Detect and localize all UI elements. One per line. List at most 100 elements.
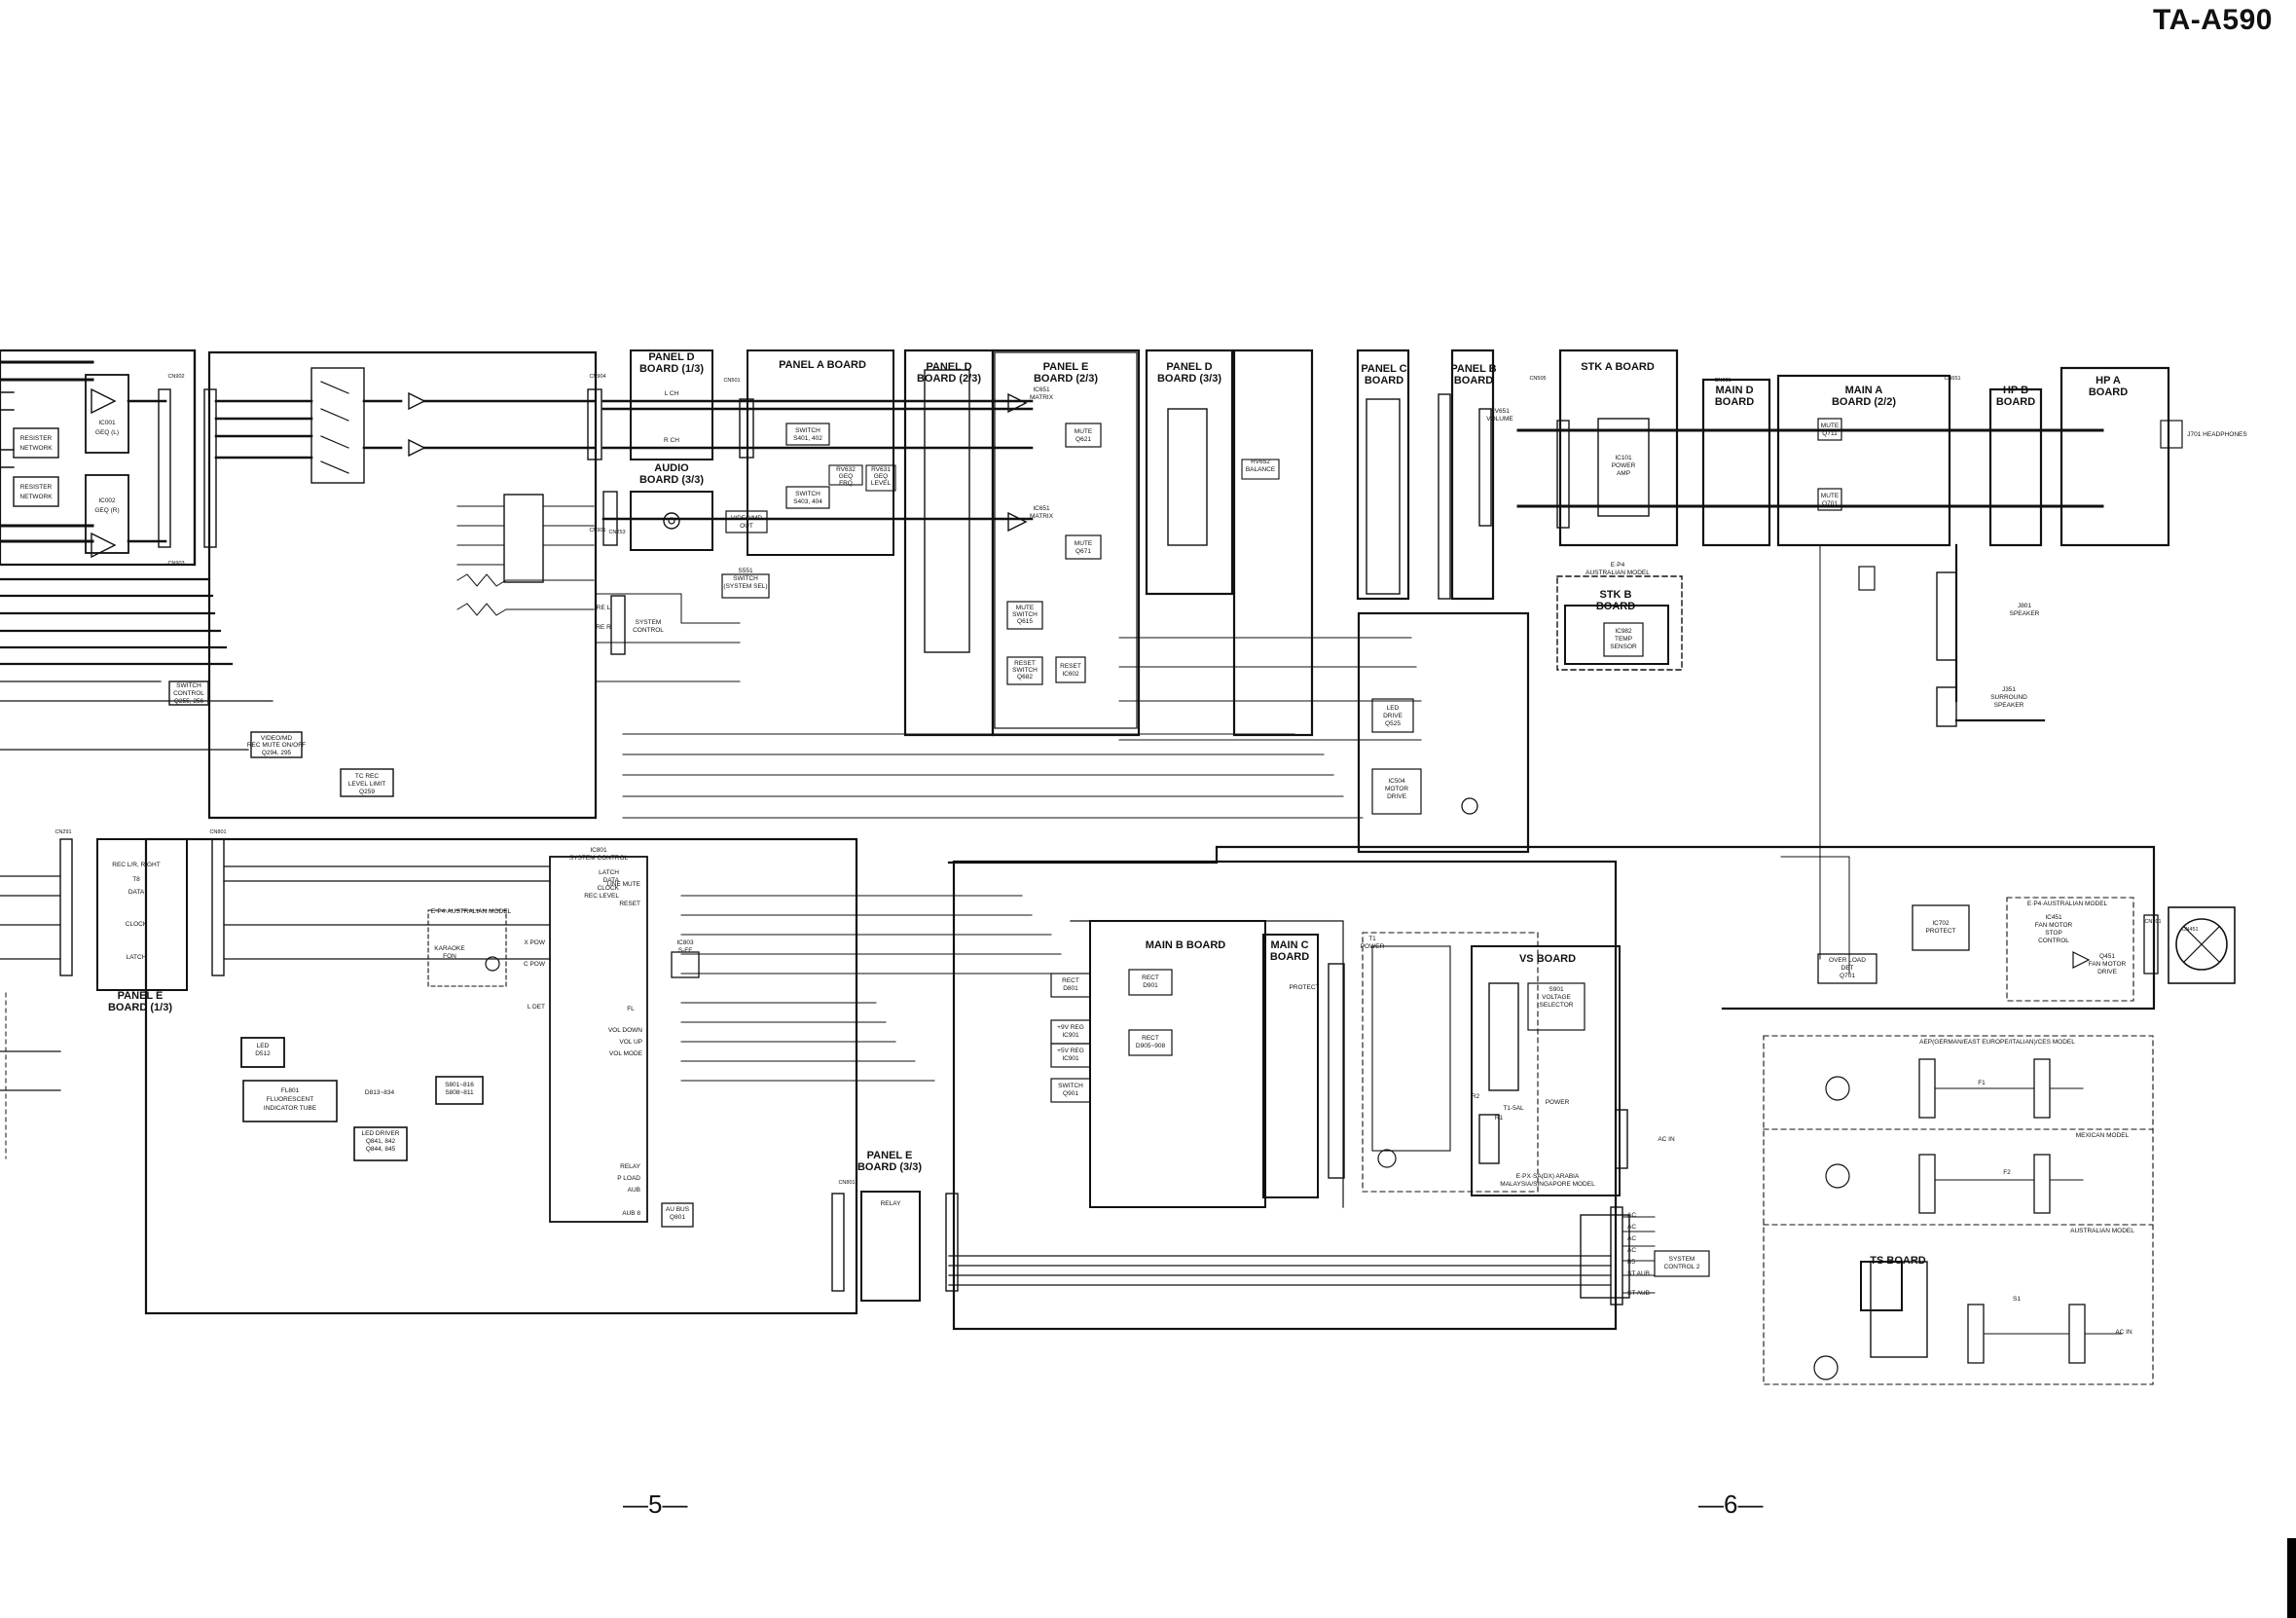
label-protect-b: PROTECT bbox=[1925, 928, 1955, 935]
board-panel-d-33-sub: BOARD (3/3) bbox=[1157, 373, 1221, 385]
label-switch-b: SWITCH bbox=[1058, 1083, 1083, 1089]
label-tc-rec-c: Q259 bbox=[359, 789, 375, 795]
label-s551: S551 bbox=[738, 568, 753, 574]
label-relay: RELAY bbox=[881, 1200, 901, 1207]
board-stk-a: STK A BOARD bbox=[1581, 361, 1655, 373]
label-motor-drive-c: DRIVE bbox=[1387, 793, 1407, 800]
board-main-d-sub: BOARD bbox=[1715, 396, 1754, 408]
label-reset-ic-b: IC602 bbox=[1062, 671, 1079, 678]
misc-label: POWER bbox=[1546, 1099, 1570, 1106]
label-motor-drive: IC504 bbox=[1388, 778, 1405, 785]
bus-signal: LATCH bbox=[127, 954, 147, 961]
label-mute-sw: MUTE bbox=[1016, 605, 1035, 611]
board-panel-d-23: PANEL D bbox=[926, 361, 971, 373]
label-fan-stop-d: CONTROL bbox=[2038, 938, 2069, 944]
misc-label-list: RE LRE RL CHR CHPROTECTFLR1R2T1-5ALPOWER… bbox=[596, 390, 2021, 1303]
board-panel-e-33-sub: BOARD (3/3) bbox=[857, 1161, 922, 1173]
label-system-ctrl-b: CONTROL bbox=[633, 627, 664, 634]
connector-label: CN904 bbox=[589, 374, 605, 380]
bus-signal: T8 bbox=[132, 876, 140, 883]
board-panel-b-sub: BOARD bbox=[1454, 375, 1493, 386]
micom-pin: DATA bbox=[603, 877, 620, 884]
board-panel-d-33: PANEL D bbox=[1166, 361, 1212, 373]
label-led-drive-c: Q525 bbox=[1385, 720, 1401, 727]
micom-pin: L DET bbox=[528, 1004, 545, 1011]
label-matrix-1: IC651 bbox=[1033, 386, 1050, 393]
board-panel-e-23: PANEL E bbox=[1043, 361, 1089, 373]
micom-pin: LINE MUTE bbox=[606, 881, 640, 888]
label-rect-b: RECT bbox=[1142, 1035, 1159, 1042]
label-rv-level-c: LEVEL bbox=[871, 480, 892, 487]
label-power-t1: T1 bbox=[1368, 936, 1376, 942]
label-australian-2: E·P4 bbox=[1611, 562, 1625, 569]
ac-terminal: ST AUB bbox=[1627, 1270, 1650, 1277]
model-title: TA-A590 bbox=[2153, 4, 2273, 36]
label-motor-drive-b: MOTOR bbox=[1385, 786, 1408, 792]
micom-pin: AUB 8 bbox=[622, 1210, 640, 1217]
board-panel-a: PANEL A BOARD bbox=[779, 359, 866, 371]
misc-label: R2 bbox=[1472, 1093, 1480, 1100]
label-d813: D813~834 bbox=[365, 1089, 395, 1096]
connector-label: CN902 bbox=[167, 374, 184, 380]
label-s809-b: S808~811 bbox=[445, 1089, 474, 1096]
label-surround-b: SURROUND bbox=[1990, 694, 2027, 701]
board-audio-33-sub: BOARD (3/3) bbox=[639, 474, 704, 486]
label-ic001b: GEQ (L) bbox=[95, 429, 119, 436]
connector-label: CN291 bbox=[55, 829, 71, 835]
misc-label: L CH bbox=[665, 390, 679, 397]
label-stk-power-c: AMP bbox=[1617, 470, 1630, 477]
board-stk-b-sub: BOARD bbox=[1596, 601, 1635, 612]
label-matrix-2b: MATRIX bbox=[1030, 513, 1054, 520]
connector-label: CN903 bbox=[167, 561, 184, 567]
label-australian-3: E·P4·AUSTRALIAN MODEL bbox=[2027, 901, 2108, 907]
label-headphones: J701 HEADPHONES bbox=[2187, 431, 2247, 438]
label-australian-1: E·P4·AUSTRALIAN MODEL bbox=[431, 908, 512, 915]
connector-label: CN505 bbox=[1529, 376, 1546, 382]
label-switch-control: SWITCH bbox=[176, 682, 201, 689]
board-main-a: MAIN A bbox=[1845, 385, 1883, 396]
label-rect-1: RECT bbox=[1062, 977, 1079, 984]
label-ic803: IC803 bbox=[676, 939, 694, 946]
board-stk-b: STK B bbox=[1600, 589, 1632, 601]
board-panel-e-23-sub: BOARD (2/3) bbox=[1034, 373, 1098, 385]
label-led-driver: LED DRIVER bbox=[361, 1130, 399, 1137]
label-s551-c: (SYSTEM SEL) bbox=[723, 583, 767, 590]
label-reset-sw-c: Q682 bbox=[1017, 674, 1033, 680]
label-voltage-sel-c: SELECTOR bbox=[1540, 1002, 1574, 1009]
label-resister-2b: NETWORK bbox=[19, 494, 53, 500]
board-panel-e-13-sub: BOARD (1/3) bbox=[108, 1002, 172, 1013]
label-balance-b: BALANCE bbox=[1246, 466, 1276, 473]
label-overload: OVER LOAD bbox=[1829, 957, 1866, 964]
label-voltage-sel-b: VOLTAGE bbox=[1542, 994, 1571, 1001]
micom-pin: VOL DOWN bbox=[608, 1027, 642, 1034]
page-number-left: —5— bbox=[623, 1489, 688, 1519]
label-ac-in-2: AC IN bbox=[2115, 1329, 2132, 1336]
label-led-drive: LED bbox=[1387, 705, 1400, 712]
label-system-ctrl: SYSTEM bbox=[636, 619, 662, 626]
label-system-control: IC801 bbox=[590, 847, 607, 854]
label-fl801: FL801 bbox=[281, 1087, 300, 1094]
label-led-drive-b: DRIVE bbox=[1383, 713, 1403, 719]
connector-label: CN801 bbox=[838, 1180, 855, 1186]
board-main-b: MAIN B BOARD bbox=[1146, 939, 1226, 951]
label-temp-sensor: IC982 bbox=[1615, 628, 1632, 635]
label-s809: S801~816 bbox=[445, 1082, 474, 1088]
board-main-d: MAIN D bbox=[1715, 385, 1753, 396]
misc-label: R1 bbox=[1495, 1115, 1504, 1122]
label-reset-sw-b: SWITCH bbox=[1012, 667, 1038, 674]
board-panel-d-13: PANEL D bbox=[648, 351, 694, 363]
board-panel-c-sub: BOARD bbox=[1365, 375, 1403, 386]
label-sw401b: S401, 402 bbox=[793, 435, 822, 442]
page-number-right: —6— bbox=[1698, 1489, 1764, 1519]
label-reg-2: +5V REG bbox=[1057, 1048, 1084, 1054]
label-voltage-sel: S901 bbox=[1549, 986, 1564, 993]
label-ac-in-1: AC IN bbox=[1658, 1136, 1675, 1143]
ac-terminal: AC bbox=[1627, 1212, 1636, 1219]
label-system-ctrl-2b: CONTROL 2 bbox=[1664, 1264, 1700, 1270]
connector-label: CN501 bbox=[723, 378, 740, 384]
connector-label: CN801 bbox=[209, 829, 226, 835]
ac-terminal: AC bbox=[1627, 1247, 1636, 1254]
